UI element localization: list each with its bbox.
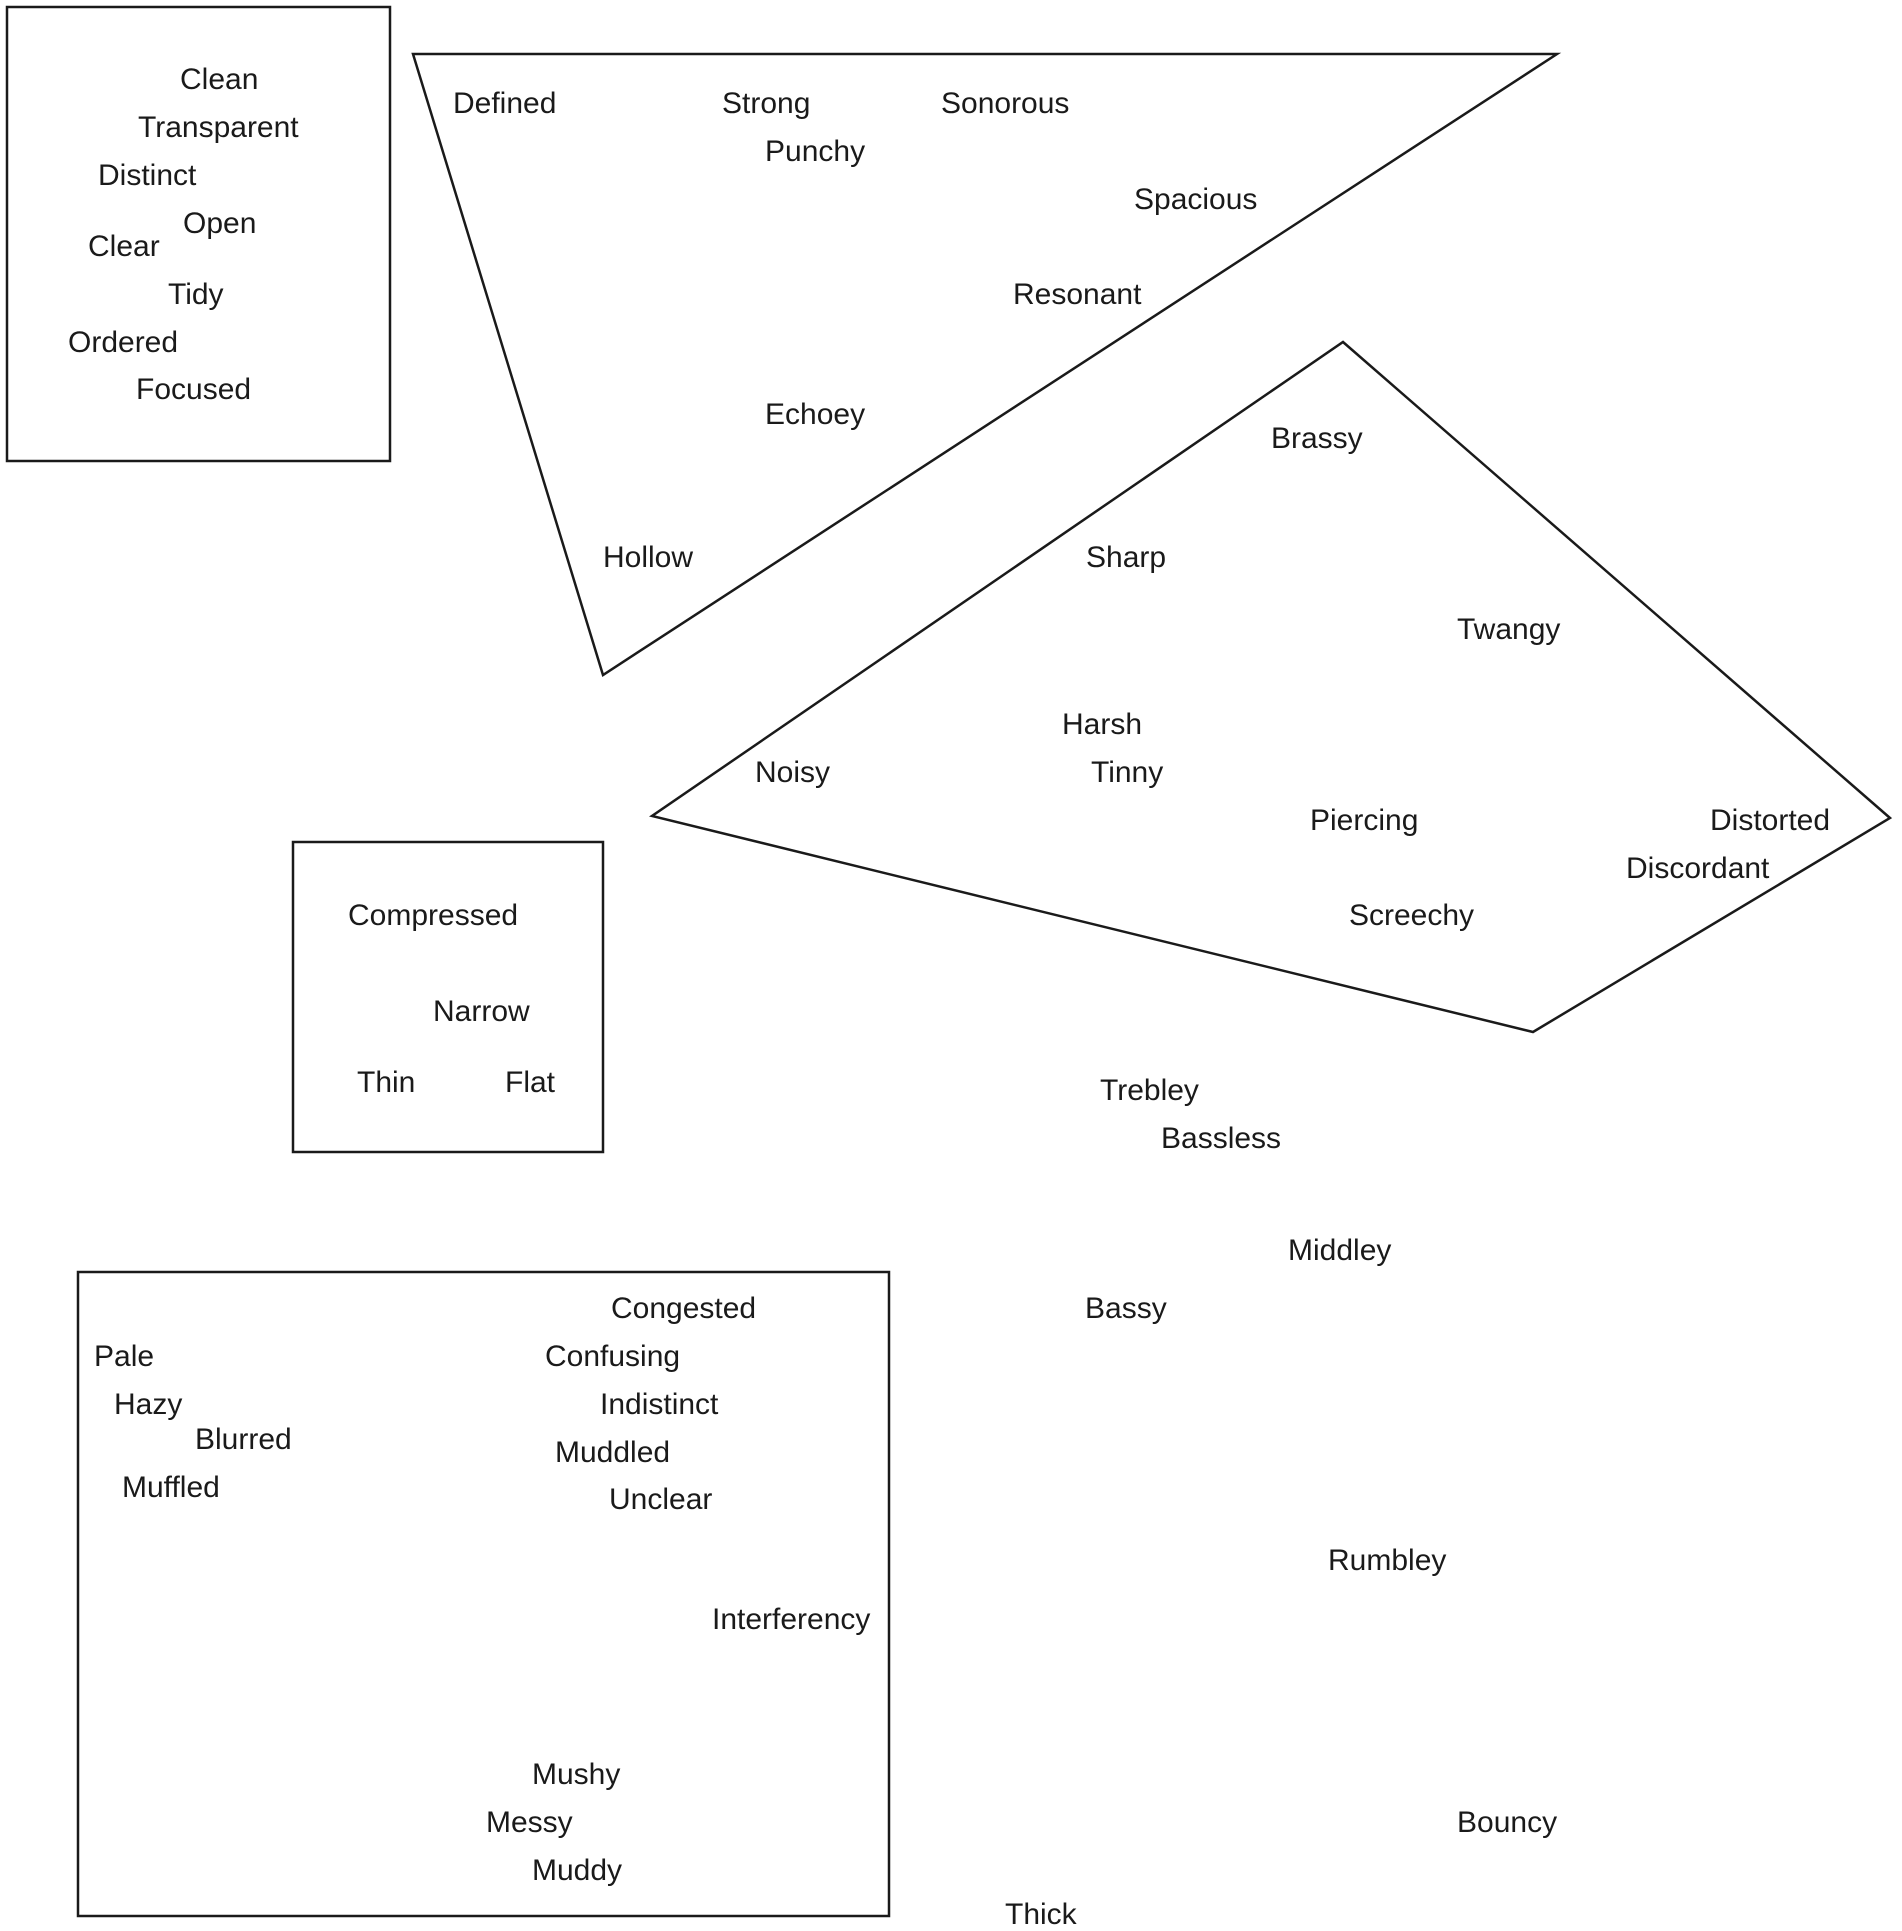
word-label: Pale (94, 1340, 154, 1373)
word-label: Noisy (755, 756, 830, 789)
word-label: Muddy (532, 1854, 622, 1887)
word-label: Twangy (1457, 613, 1560, 646)
word-label: Open (183, 207, 256, 240)
word-label: Rumbley (1328, 1544, 1446, 1577)
word-label: Trebley (1100, 1074, 1199, 1107)
word-label: Blurred (195, 1423, 292, 1456)
word-label: Hollow (603, 541, 693, 574)
right-quadrilateral-outline (648, 340, 1893, 1034)
bottom-box-words: Congested Pale Confusing Hazy Indistinct… (94, 1292, 870, 1887)
word-label: Sonorous (941, 87, 1069, 120)
word-label: Bassy (1085, 1292, 1167, 1325)
word-label: Sharp (1086, 541, 1166, 574)
word-label: Echoey (765, 398, 865, 431)
word-label: Clear (88, 230, 160, 263)
top-left-box-outline (5, 5, 392, 463)
word-label: Thick (1005, 1898, 1078, 1931)
word-label: Harsh (1062, 708, 1142, 741)
word-label: Compressed (348, 899, 518, 932)
word-label: Screechy (1349, 899, 1474, 932)
word-label: Distorted (1710, 804, 1830, 837)
word-label: Narrow (433, 995, 530, 1028)
word-label: Bassless (1161, 1122, 1281, 1155)
word-label: Punchy (765, 135, 865, 168)
word-label: Bouncy (1457, 1806, 1557, 1839)
word-label: Distinct (98, 159, 197, 192)
word-label: Resonant (1013, 278, 1142, 311)
right-quadrilateral-words: Brassy Sharp Twangy Harsh Noisy Tinny Pi… (755, 422, 1830, 932)
word-label: Interferency (712, 1603, 870, 1636)
word-label: Muddled (555, 1436, 670, 1469)
word-label: Middley (1288, 1234, 1391, 1267)
word-label: Indistinct (600, 1388, 719, 1421)
top-left-box-words: Clean Transparent Distinct Open Clear Ti… (68, 63, 299, 406)
word-label: Ordered (68, 326, 178, 359)
upper-triangle-outline (411, 52, 1562, 677)
word-label: Transparent (138, 111, 299, 144)
middle-box-words: Compressed Narrow Thin Flat (348, 899, 556, 1099)
word-label: Flat (505, 1066, 556, 1099)
middle-box-outline (291, 840, 605, 1154)
word-label: Congested (611, 1292, 756, 1325)
word-label: Spacious (1134, 183, 1257, 216)
word-label: Brassy (1271, 422, 1363, 455)
word-label: Unclear (609, 1483, 712, 1516)
word-label: Tinny (1091, 756, 1163, 789)
word-label: Thin (357, 1066, 415, 1099)
word-label: Tidy (168, 278, 224, 311)
word-label: Confusing (545, 1340, 680, 1373)
word-label: Defined (453, 87, 556, 120)
word-label: Strong (722, 87, 810, 120)
word-label: Piercing (1310, 804, 1418, 837)
word-label: Discordant (1626, 852, 1770, 885)
ungrouped-words: Trebley Bassless Middley Bassy Rumbley B… (1005, 1074, 1557, 1931)
upper-triangle-words: Defined Strong Sonorous Punchy Spacious … (453, 87, 1257, 574)
bottom-box-outline (76, 1270, 891, 1918)
word-label: Mushy (532, 1758, 620, 1791)
word-label: Muffled (122, 1471, 220, 1504)
word-label: Hazy (114, 1388, 182, 1421)
word-label: Clean (180, 63, 258, 96)
word-label: Focused (136, 373, 251, 406)
word-label: Messy (486, 1806, 573, 1839)
